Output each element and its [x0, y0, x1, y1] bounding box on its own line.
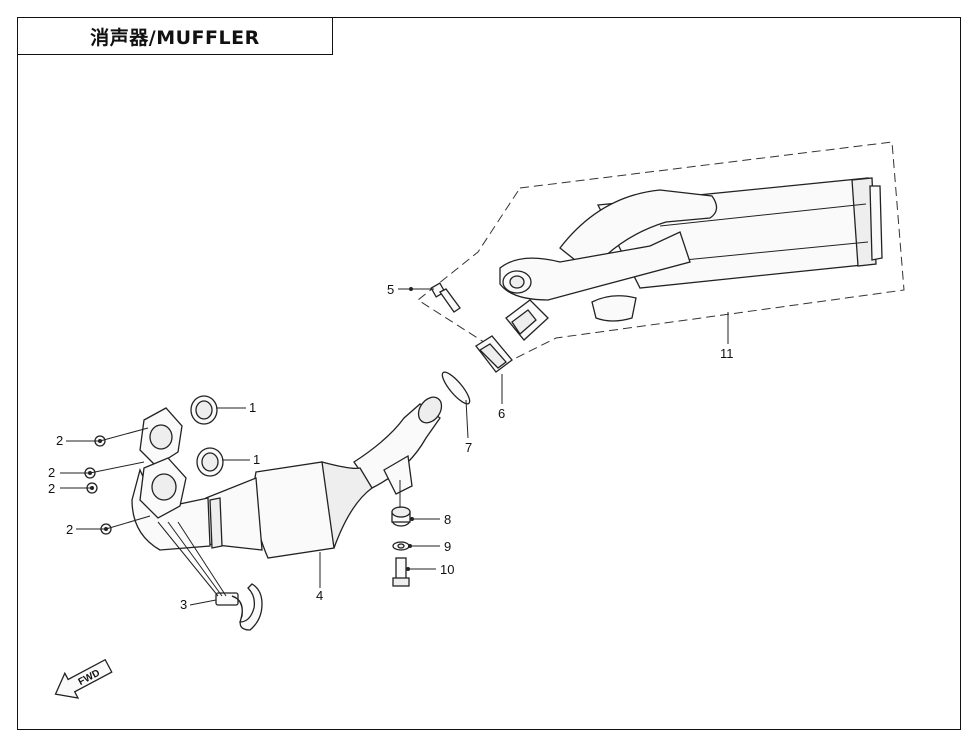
label-2-c: 2: [48, 481, 55, 496]
bolt-10: [392, 557, 410, 587]
label-10: 10: [440, 562, 454, 577]
label-2-b: 2: [48, 465, 55, 480]
flange-upper: [139, 407, 183, 467]
label-4: 4: [316, 588, 323, 603]
title-box: 消声器/MUFFLER: [17, 17, 333, 55]
gasket-7: [441, 371, 471, 405]
rubber-mount-8: [391, 506, 411, 527]
label-5: 5: [387, 282, 394, 297]
label-8: 8: [444, 512, 451, 527]
label-1-lower: 1: [253, 452, 260, 467]
label-6: 6: [498, 406, 505, 421]
page-title: 消声器/MUFFLER: [90, 26, 260, 49]
leader-lines: [60, 288, 729, 606]
o2-sensor-3: [157, 521, 263, 631]
exhaust-gasket-1-lower: [196, 447, 224, 477]
drawing-frame: [17, 17, 961, 730]
muffler: [499, 177, 883, 341]
fwd-arrow-icon: FWD: [54, 658, 113, 699]
leader-dots: [88, 287, 414, 571]
label-2-a: 2: [56, 433, 63, 448]
muffler-group-outline: [417, 141, 905, 361]
label-1-upper: 1: [249, 400, 256, 415]
label-2-d: 2: [66, 522, 73, 537]
washer-9: [392, 541, 410, 551]
label-11: 11: [720, 346, 734, 361]
exhaust-gasket-1-upper: [190, 395, 218, 425]
flange-lower: [139, 457, 187, 519]
bolt-5: [430, 282, 461, 313]
fwd-label: FWD: [77, 668, 102, 688]
clamp-6: [475, 335, 513, 373]
head-pipe: [131, 396, 443, 559]
label-3: 3: [180, 597, 187, 612]
label-7: 7: [465, 440, 472, 455]
label-9: 9: [444, 539, 451, 554]
